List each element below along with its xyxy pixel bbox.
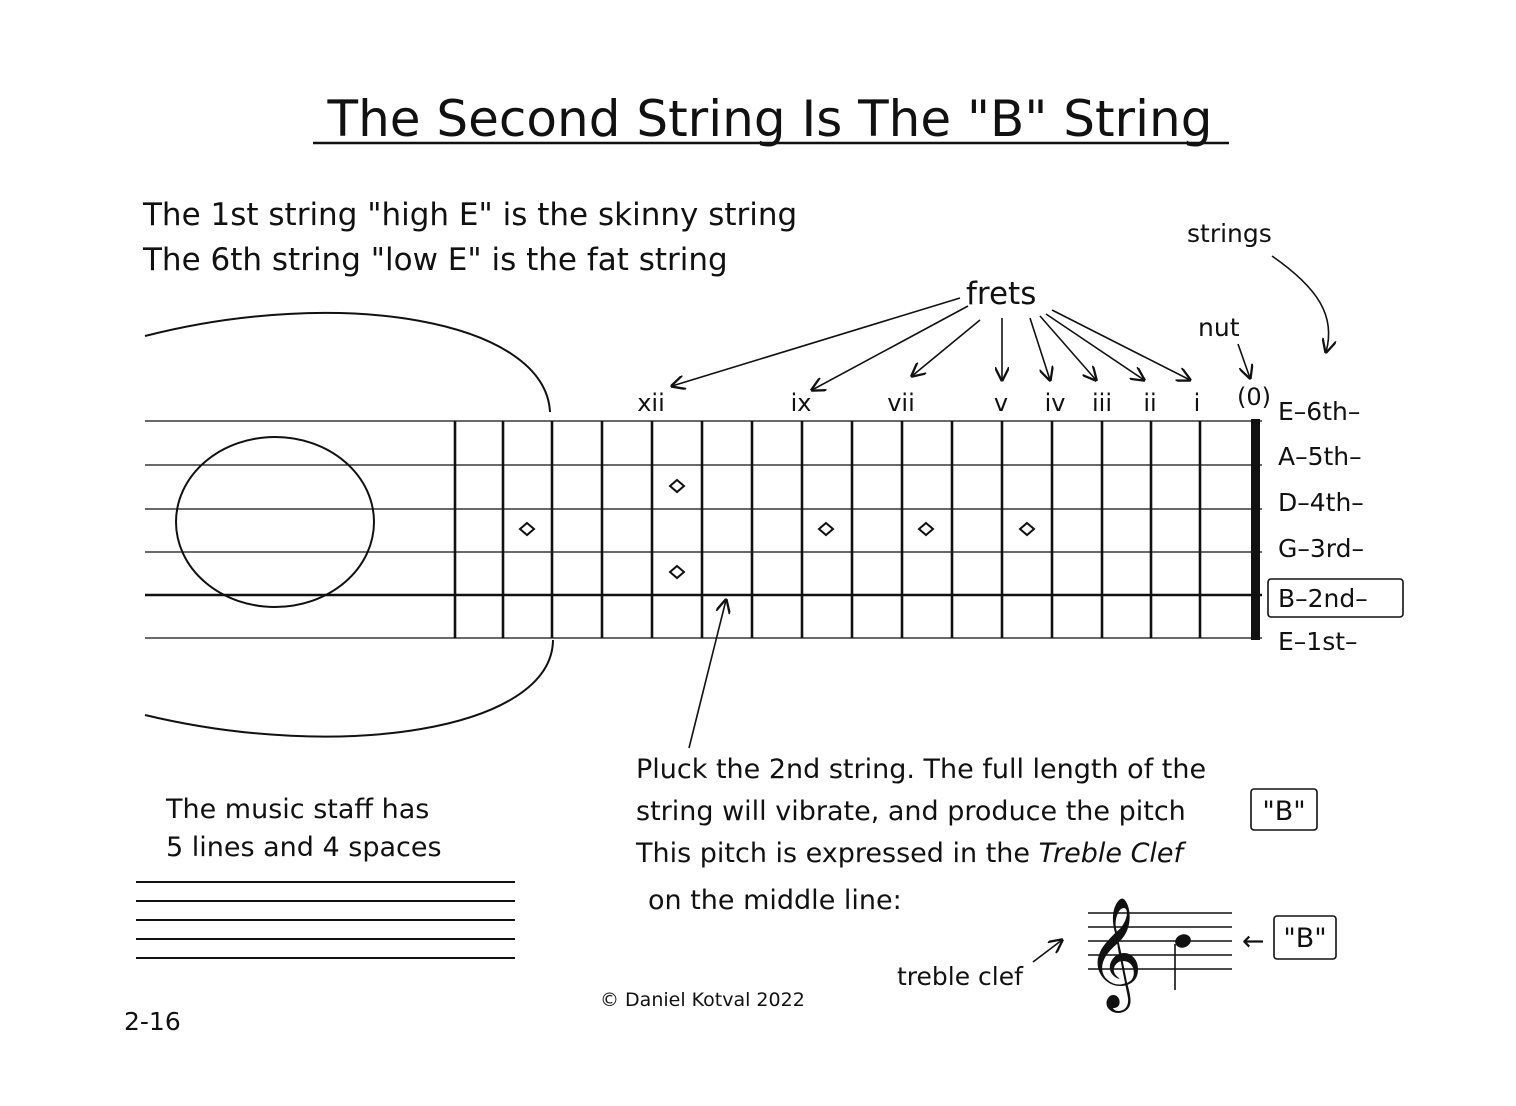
fret-label-xii: xii [637,389,665,417]
treble-clef-italic: Treble Clef [1039,838,1187,869]
nut-label: nut [1198,313,1240,342]
page-number: 2-16 [124,1007,181,1036]
treble-staff: 𝄞 [1086,896,1232,1013]
string-name-6: E–6th– [1278,397,1360,426]
pitch-b-label: "B" [1262,796,1305,827]
copyright-notice: © Daniel Kotval 2022 [600,989,805,1011]
strings-label: strings [1187,219,1272,248]
intro-line-1: The 1st string "high E" is the skinny st… [142,197,797,233]
frets-label: frets [966,276,1036,312]
note-b-box [1273,915,1337,960]
arrow-to-i [1051,309,1190,380]
note-b-label: "B" [1283,923,1326,954]
staff-note-line-1: The music staff has [165,794,429,825]
sound-hole [175,436,375,608]
inlay-9 [817,521,835,537]
pluck-line-3: This pitch is expressed in the Treble Cl… [635,838,1187,869]
string-name-5: A–5th– [1278,442,1362,471]
fret-label-iv: iv [1045,389,1066,417]
pluck-line-3-text: This pitch is expressed in the [635,838,1030,869]
arrow-to-ii [1045,313,1144,380]
nut-bar [1251,419,1260,640]
fret-label-vii: vii [887,389,915,417]
arrow-to-iv [1029,317,1050,380]
strings-arrow [1271,255,1329,352]
guitar-body-lower-curve [144,639,554,738]
fret-label-open: (0) [1237,383,1271,411]
pluck-line-2: string will vibrate, and produce the pit… [636,796,1186,827]
guitar-strings [145,420,1262,639]
nut-arrow [1237,343,1250,378]
inlay-12-upper [668,478,686,494]
fret-wires [453,421,1202,638]
arrow-to-vii [912,319,981,376]
guitar-body-upper-curve [144,311,551,413]
inlay-5 [1018,521,1036,537]
treble-clef-label: treble clef [897,962,1024,991]
string-name-labels: E–6th– A–5th– D–4th– G–3rd– B–2nd– E–1st… [1267,397,1404,656]
string-name-2: B–2nd– [1278,584,1368,613]
fret-label-v: v [994,389,1008,417]
fret-label-ix: ix [791,389,812,417]
fret-label-ii: ii [1143,389,1156,417]
arrow-to-ix [812,305,969,390]
fret-number-labels: xii ix vii v iv iii ii i (0) [637,383,1271,417]
string-name-1: E–1st– [1278,627,1358,656]
pitch-b-box [1250,788,1318,831]
note-b-head [1175,934,1191,948]
arrow-to-iii [1039,315,1096,380]
inlay-markers [518,478,1036,580]
treble-clef-icon: 𝄞 [1086,896,1143,1013]
pluck-arrow [688,600,726,749]
intro-line-2: The 6th string "low E" is the fat string [142,242,728,278]
staff-note-line-2: 5 lines and 4 spaces [166,832,442,863]
inlay-12-lower [668,564,686,580]
fret-label-i: i [1194,389,1201,417]
empty-music-staff [136,881,515,959]
treble-clef-arrow [1032,940,1062,963]
string-name-4: D–4th– [1278,488,1364,517]
arrow-to-xii [672,297,961,386]
string-name-3: G–3rd– [1278,534,1364,563]
inlay-7 [917,521,935,537]
highlight-box-b-string [1267,578,1404,618]
page-title: The Second String Is The "B" String [327,90,1213,148]
left-arrow-icon: ← [1242,926,1265,957]
inlay-15 [518,521,536,537]
fret-pointer-arrows [672,297,1190,390]
pluck-line-4: on the middle line: [648,885,902,916]
fret-label-iii: iii [1092,389,1112,417]
pluck-line-1: Pluck the 2nd string. The full length of… [636,754,1206,785]
